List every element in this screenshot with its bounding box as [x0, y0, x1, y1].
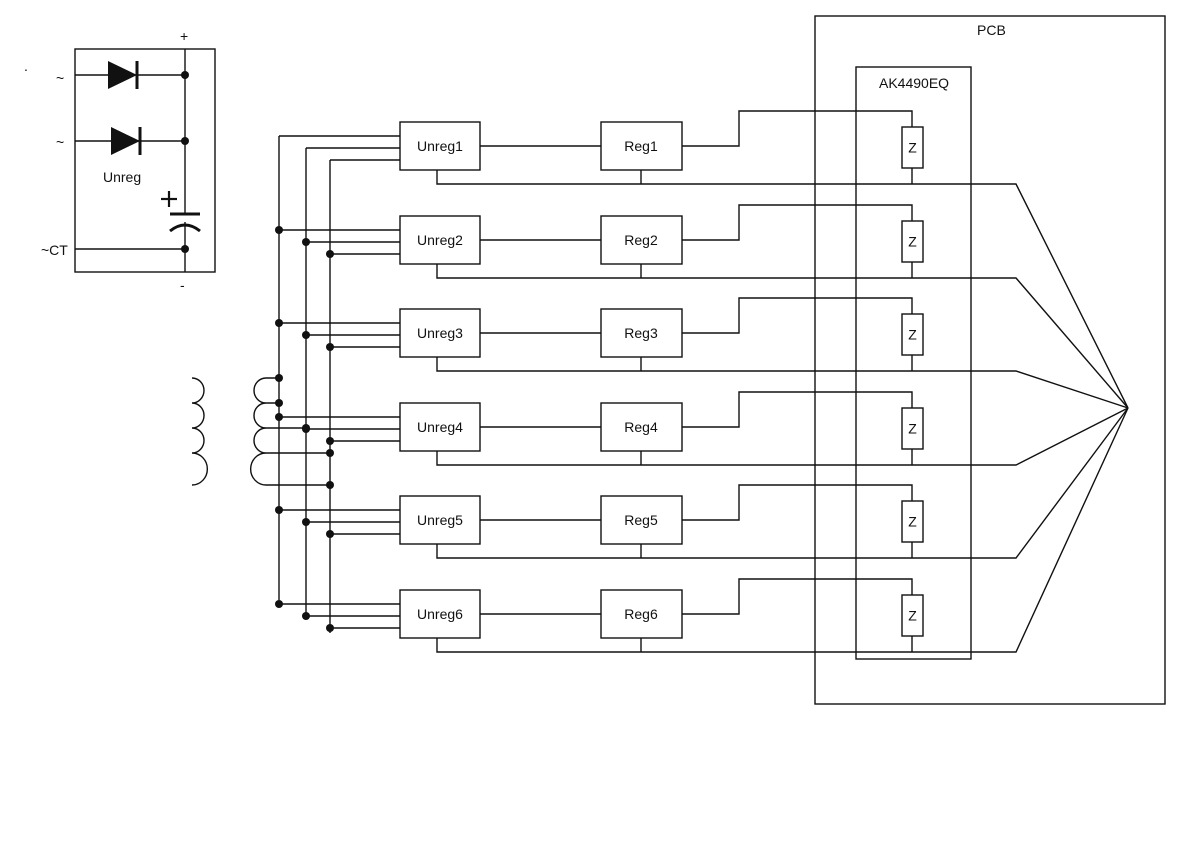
load-z-label: Z: [908, 514, 917, 530]
load-z-label: Z: [908, 421, 917, 437]
ac-input-2-label: ~: [56, 134, 64, 150]
junction-dot: [275, 506, 283, 514]
junction-dot: [275, 600, 283, 608]
unreg-label: Unreg4: [417, 419, 463, 435]
junction-dot: [275, 319, 283, 327]
unreg-box: [399, 402, 481, 452]
junction-dot: [326, 624, 334, 632]
unreg-label: Unreg5: [417, 512, 463, 528]
junction-dot: [302, 424, 310, 432]
unreg-label: Unreg2: [417, 232, 463, 248]
junction-dot: [302, 612, 310, 620]
reg-label: Reg2: [624, 232, 658, 248]
load-z-label: Z: [908, 234, 917, 250]
junction-dot: [326, 481, 334, 489]
chip-label: AK4490EQ: [879, 75, 949, 91]
ground-return-wire: [436, 264, 1129, 409]
ground-return-wire: [436, 407, 1129, 466]
inset-node-dot: [181, 71, 189, 79]
load-z-label: Z: [908, 608, 917, 624]
junction-dot: [275, 374, 283, 382]
transformer-symbol: [191, 377, 330, 486]
transformer-taps: [266, 377, 330, 486]
reg-label: Reg6: [624, 606, 658, 622]
junction-dot: [275, 399, 283, 407]
reg-to-load-wire: [682, 297, 913, 334]
inset-node-dot: [181, 245, 189, 253]
unreg-box: [399, 495, 481, 545]
ground-return-wire: [436, 407, 1129, 653]
junction-dot: [326, 343, 334, 351]
ground-return-wire: [436, 170, 1129, 409]
junction-dot: [326, 449, 334, 457]
reg-box: [600, 495, 683, 545]
reg-label: Reg5: [624, 512, 658, 528]
junction-dot: [275, 413, 283, 421]
junction-dot: [302, 518, 310, 526]
unreg-box: [399, 215, 481, 265]
pcb-label: PCB: [977, 22, 1006, 38]
chip-outline: [855, 66, 972, 660]
pcb-outline: [814, 15, 1166, 705]
ground-return-wire: [436, 407, 1129, 559]
center-tap-label: ~CT: [41, 242, 68, 258]
inset-plus-label: +: [180, 28, 188, 44]
supply-bus-lines: [278, 136, 331, 633]
unreg-label: Unreg1: [417, 138, 463, 154]
inset-unreg-label: Unreg: [103, 169, 141, 185]
diode-1-symbol: [108, 61, 139, 89]
diode-2-symbol: [111, 127, 142, 155]
unreg-inset-frame: [74, 48, 216, 273]
reg-to-load-wire: [682, 578, 913, 615]
reg-to-load-wire: [682, 484, 913, 521]
ac-input-1-label: ~: [56, 70, 64, 86]
reg-label: Reg1: [624, 138, 658, 154]
unreg-box: [399, 308, 481, 358]
load-z-label: Z: [908, 140, 917, 156]
stray-mark: .: [24, 58, 28, 74]
junction-dot: [326, 530, 334, 538]
junction-dot: [302, 331, 310, 339]
unreg-inset: . + - ~ ~ ~CT Unreg: [24, 28, 216, 293]
reg-box: [600, 589, 683, 639]
reg-label: Reg4: [624, 419, 658, 435]
junction-dot: [326, 250, 334, 258]
reg-box: [600, 215, 683, 265]
ground-return-wire: [436, 357, 1129, 409]
reg-to-load-wire: [682, 391, 913, 428]
transformer-primary-coil: [191, 377, 209, 486]
load-z-label: Z: [908, 327, 917, 343]
capacitor-symbol: [161, 191, 201, 233]
transformer-secondary-coil: [249, 377, 267, 486]
unreg-label: Unreg3: [417, 325, 463, 341]
junction-dot: [275, 226, 283, 234]
inset-node-dot: [181, 137, 189, 145]
junction-dot: [326, 437, 334, 445]
junction-dot: [302, 238, 310, 246]
inset-minus-label: -: [180, 277, 185, 293]
unreg-label: Unreg6: [417, 606, 463, 622]
reg-to-load-wire: [682, 110, 913, 147]
reg-label: Reg3: [624, 325, 658, 341]
reg-to-load-wire: [682, 204, 913, 241]
